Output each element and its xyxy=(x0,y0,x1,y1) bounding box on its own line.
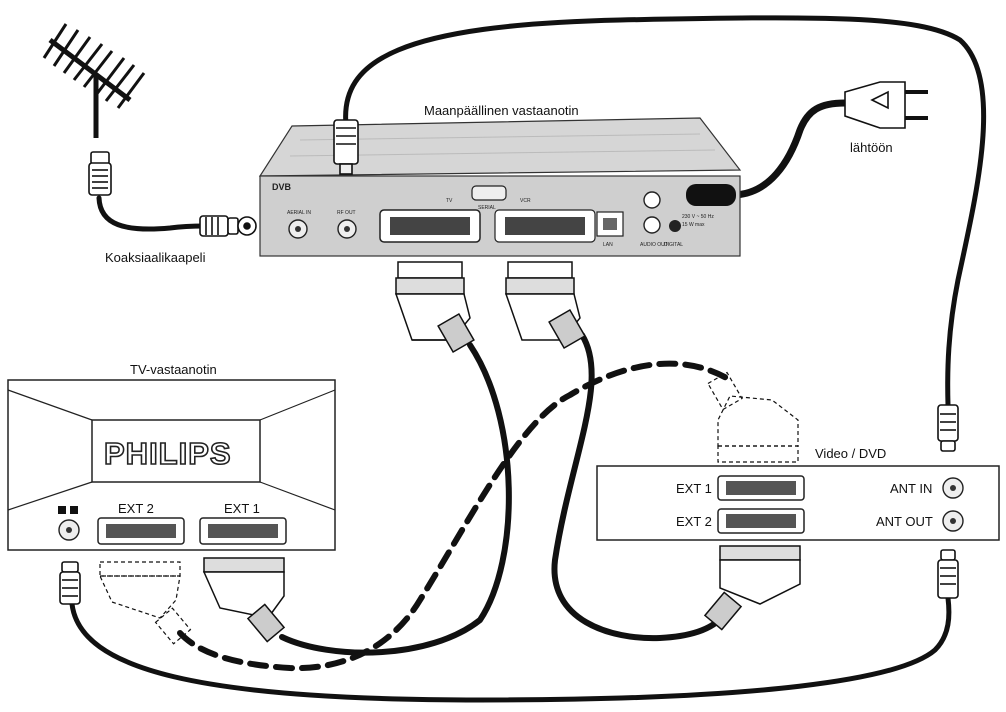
scart-tv-cable xyxy=(279,342,512,656)
power-outlet-label: lähtöön xyxy=(850,140,893,155)
tv-receiver: PHILIPS EXT 2 EXT 1 xyxy=(7,379,336,551)
tv-rf-plug-icon xyxy=(59,561,81,605)
vcr-ant-out-label: ANT OUT xyxy=(876,514,933,529)
aerial-in-label: AERIAL IN xyxy=(287,210,311,216)
aerial-in-plug-icon xyxy=(199,215,257,237)
vcr-ext2-label: EXT 2 xyxy=(676,514,712,529)
receiver-tv-scart-plug xyxy=(394,261,475,354)
tv-to-vcr-ant-cable xyxy=(69,595,952,703)
tv-logo-panel xyxy=(91,419,261,483)
power-spec-2: 15 W max xyxy=(682,222,705,228)
tv-ext1-scart-plug xyxy=(202,557,286,643)
lan-label: LAN xyxy=(603,242,613,248)
serial-label: SERIAL xyxy=(478,205,496,211)
coax-cable xyxy=(96,195,208,232)
tv-ext1-label: EXT 1 xyxy=(224,501,260,516)
coax-cable-label: Koaksiaalikaapeli xyxy=(105,250,206,265)
vcr-port-label: VCR xyxy=(520,198,531,204)
receiver-title: Maanpäällinen vastaanotin xyxy=(424,103,579,118)
scart-dashed-cable xyxy=(177,360,733,672)
terrestrial-receiver: DVB AERIAL IN RF OUT TV SERIAL VCR LAN A… xyxy=(258,117,742,257)
vcr-ext2-scart-plug xyxy=(703,545,801,631)
vcr-ext1-label: EXT 1 xyxy=(676,481,712,496)
antenna-coax-plug-icon xyxy=(88,151,112,196)
serial-port xyxy=(471,185,507,201)
digital-label: DIGITAL xyxy=(664,242,683,248)
dvb-logo: DVB xyxy=(272,182,292,192)
video-dvd-player: EXT 1 EXT 2 ANT IN ANT OUT xyxy=(596,465,1000,541)
tv-title: TV-vastaanotin xyxy=(130,362,217,377)
digital-port-icon xyxy=(669,220,681,232)
scart-vcr-cable xyxy=(551,332,725,642)
rf-out-to-vcr-cable xyxy=(343,15,987,408)
vcr-ant-in-label: ANT IN xyxy=(890,481,932,496)
video-title: Video / DVD xyxy=(815,446,886,461)
audio-out-port-icon xyxy=(643,216,661,234)
power-plug-icon xyxy=(844,81,928,129)
tv-brand-logo: PHILIPS xyxy=(104,436,232,471)
power-inlet-icon xyxy=(686,184,736,206)
power-spec-1: 230 V ~ 50 Hz xyxy=(682,214,714,220)
vcr-ant-in-plug-icon xyxy=(937,404,959,452)
vcr-ant-out-plug-icon xyxy=(937,549,959,599)
tv-ext2-label: EXT 2 xyxy=(118,501,154,516)
vcr-ext1-scart-plug-dashed xyxy=(707,371,799,463)
power-cable xyxy=(728,99,849,199)
antenna-icon xyxy=(42,23,146,138)
receiver-vcr-scart-plug xyxy=(504,261,586,350)
rf-out-plug-icon xyxy=(333,119,359,175)
audio-out-label: AUDIO OUT xyxy=(640,242,668,248)
rf-out-label: RF OUT xyxy=(337,210,356,216)
receiver-top xyxy=(258,117,742,177)
tv-port-label: TV xyxy=(446,198,453,204)
tv-ext2-scart-plug-dashed xyxy=(99,561,192,645)
cables xyxy=(69,15,987,703)
audio-out-port-icon xyxy=(643,191,661,209)
